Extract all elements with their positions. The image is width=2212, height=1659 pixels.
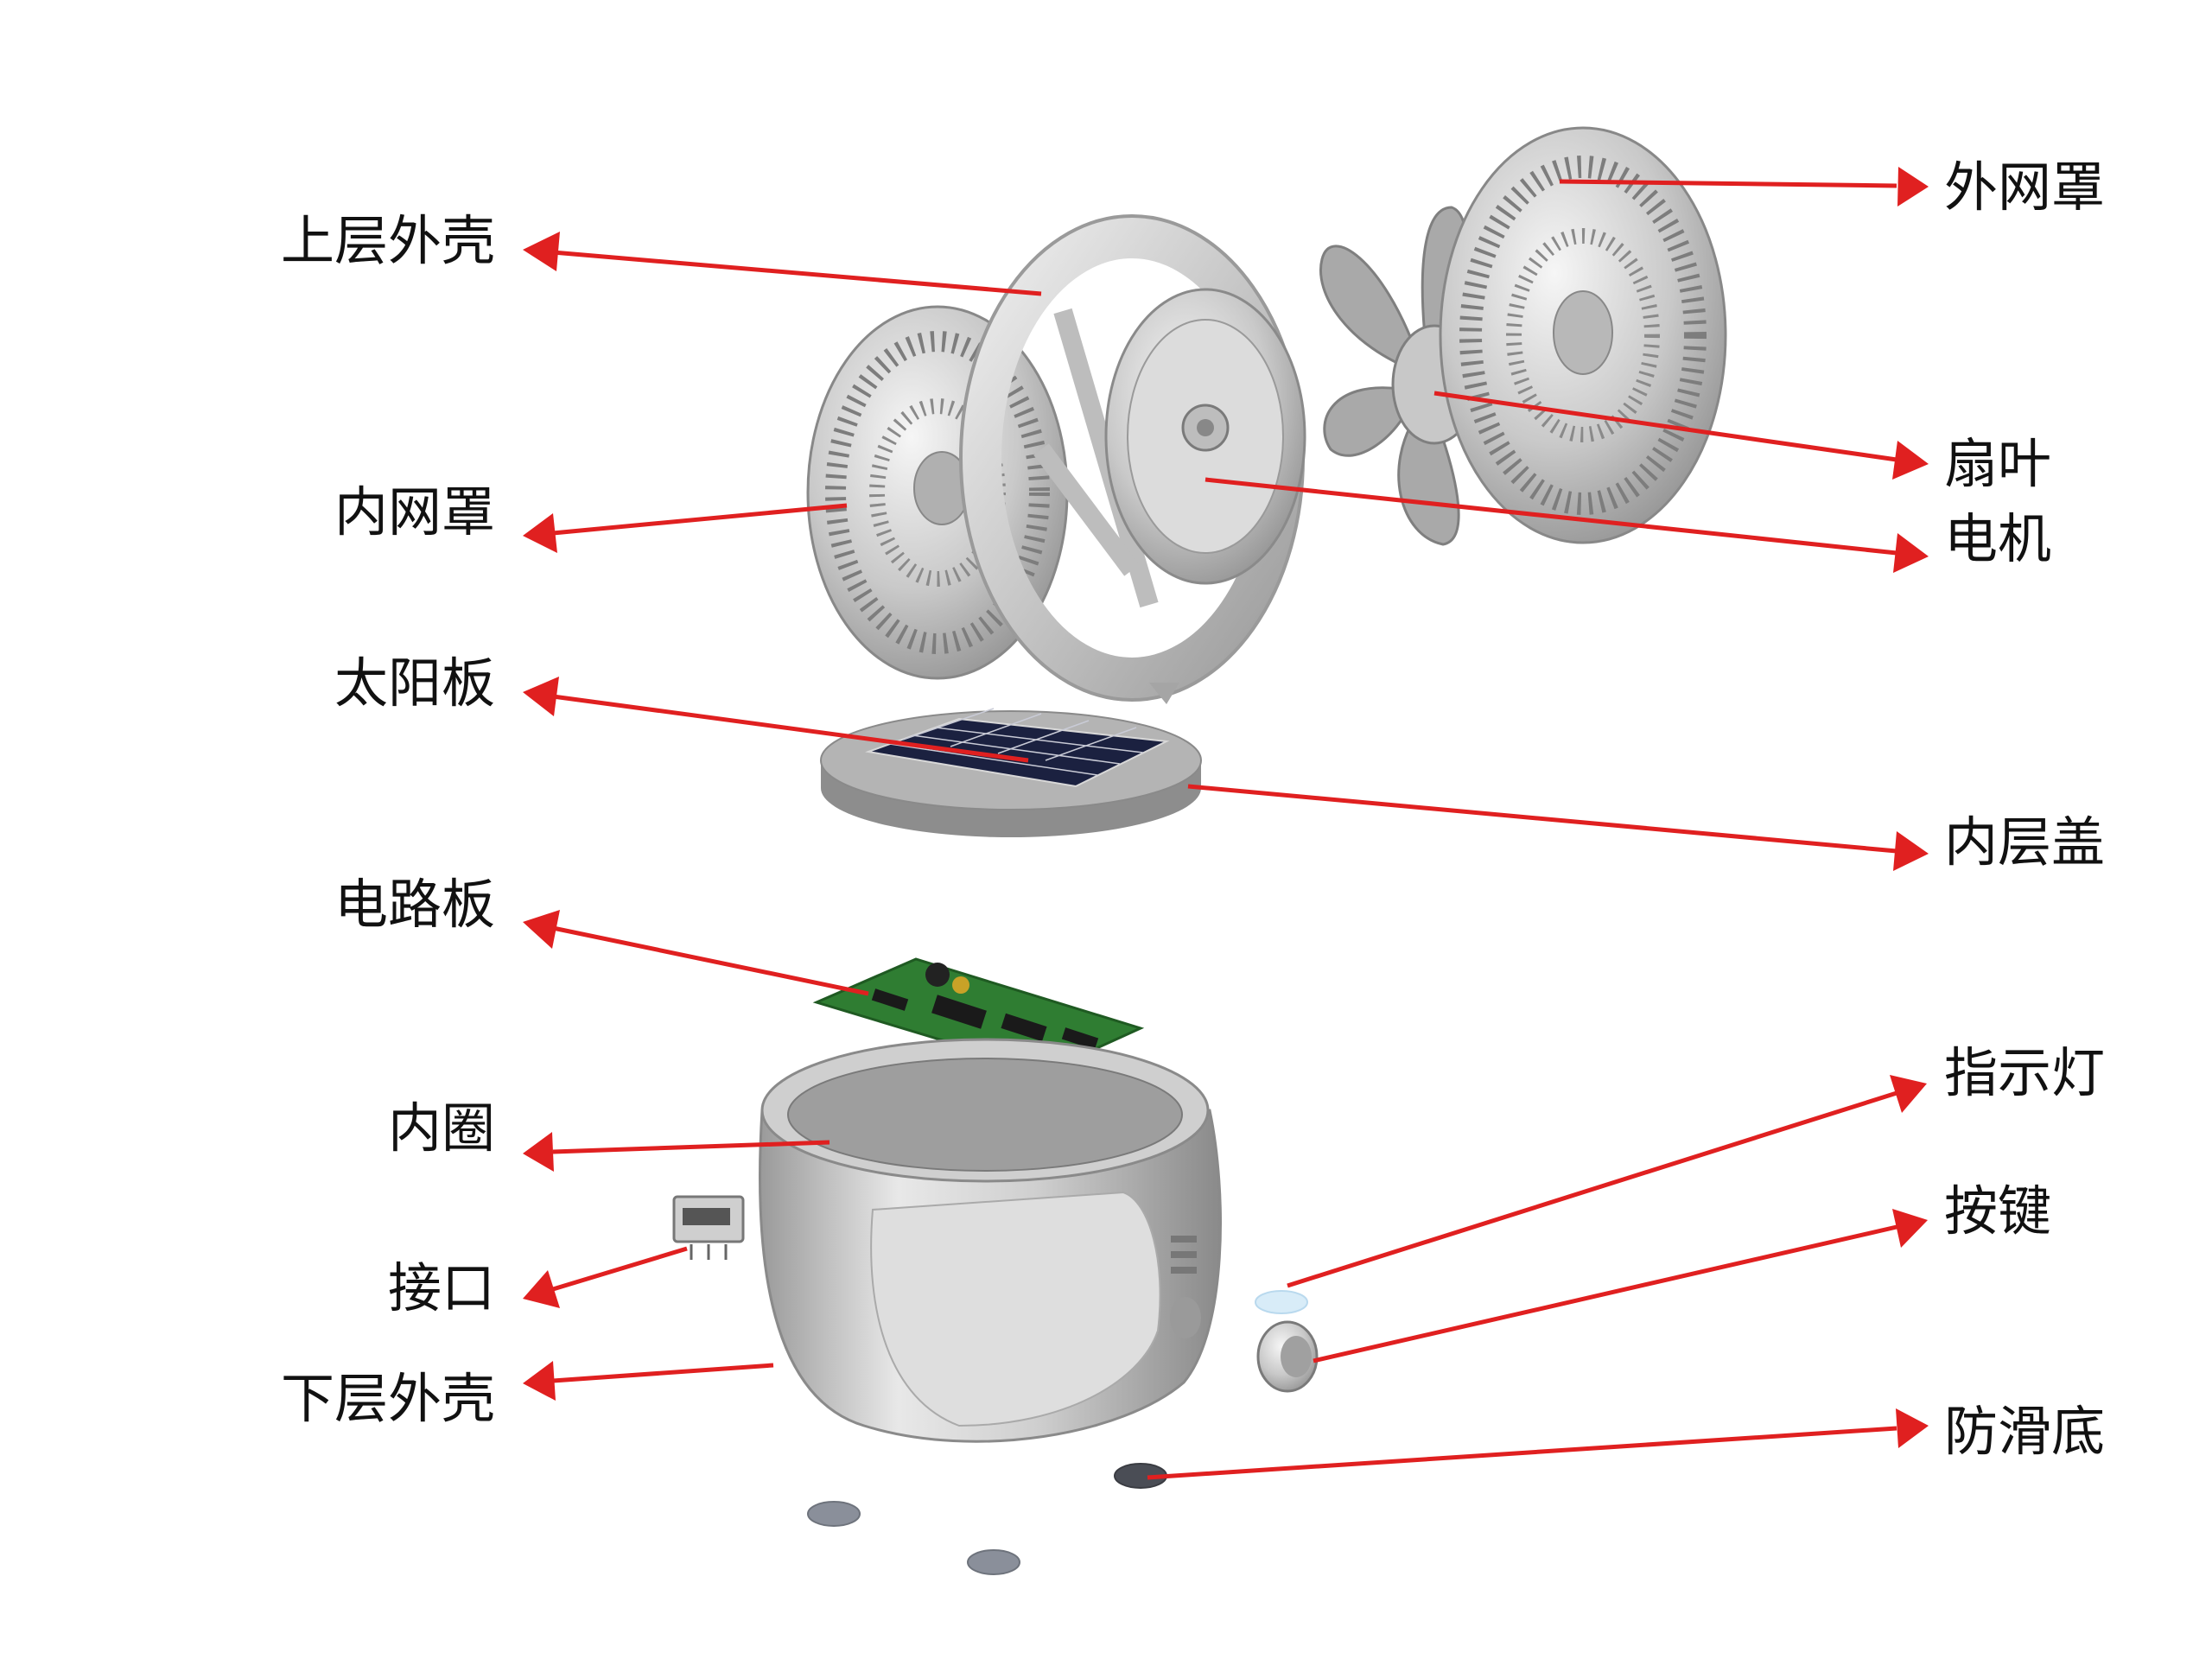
arrow-icon (1313, 1209, 1928, 1363)
arrow-icon (523, 503, 848, 553)
label-indicator-light: 指示灯 (1944, 1041, 2105, 1104)
arrow-icon (1147, 1408, 1929, 1480)
arrow-icon (1187, 784, 1929, 871)
arrow-icon (523, 1132, 830, 1172)
label-inner-ring: 内圈 (388, 1096, 495, 1160)
port-part (672, 1195, 745, 1260)
label-fan-blade: 扇叶 (1944, 432, 2051, 495)
label-port: 接口 (388, 1256, 495, 1319)
label-inner-cover: 内层盖 (1944, 810, 2105, 874)
label-circuit-board: 电路板 (334, 873, 495, 936)
motor-part (1104, 288, 1306, 585)
lower-shell-part (759, 1109, 1222, 1443)
label-outer-grille: 外网罩 (1944, 156, 2105, 219)
label-lower-shell: 下层外壳 (281, 1367, 495, 1430)
arrow-icon (523, 910, 869, 996)
callout-arrows (523, 167, 1929, 1480)
arrow-icon (523, 677, 1029, 763)
label-inner-grille: 内网罩 (334, 480, 495, 543)
button-part (1256, 1320, 1319, 1393)
label-button: 按键 (1944, 1179, 2051, 1243)
arrow-icon (523, 232, 1042, 296)
solar-panel-part (865, 708, 1170, 788)
arrow-icon (1287, 1075, 1927, 1288)
arrow-icon (1433, 391, 1929, 480)
label-upper-shell: 上层外壳 (281, 209, 495, 272)
labels: 上层外壳 内网罩 太阳板 电路板 内圈 接口 下层外壳 外网罩 扇叶 电机 内层… (281, 156, 2105, 1463)
indicator-light-part (1255, 1290, 1308, 1314)
outer-grille-part (1439, 126, 1727, 544)
arrow-icon (1559, 167, 1929, 207)
inner-ring-part (760, 1038, 1210, 1183)
arrow-icon (523, 1246, 688, 1308)
arrow-icon (1205, 477, 1929, 573)
label-motor: 电机 (1944, 507, 2051, 570)
label-solar-panel: 太阳板 (334, 652, 495, 715)
anti-slip-base-part (807, 1463, 1167, 1575)
arrow-icon (523, 1361, 774, 1401)
label-anti-slip-base: 防滑底 (1944, 1400, 2105, 1463)
